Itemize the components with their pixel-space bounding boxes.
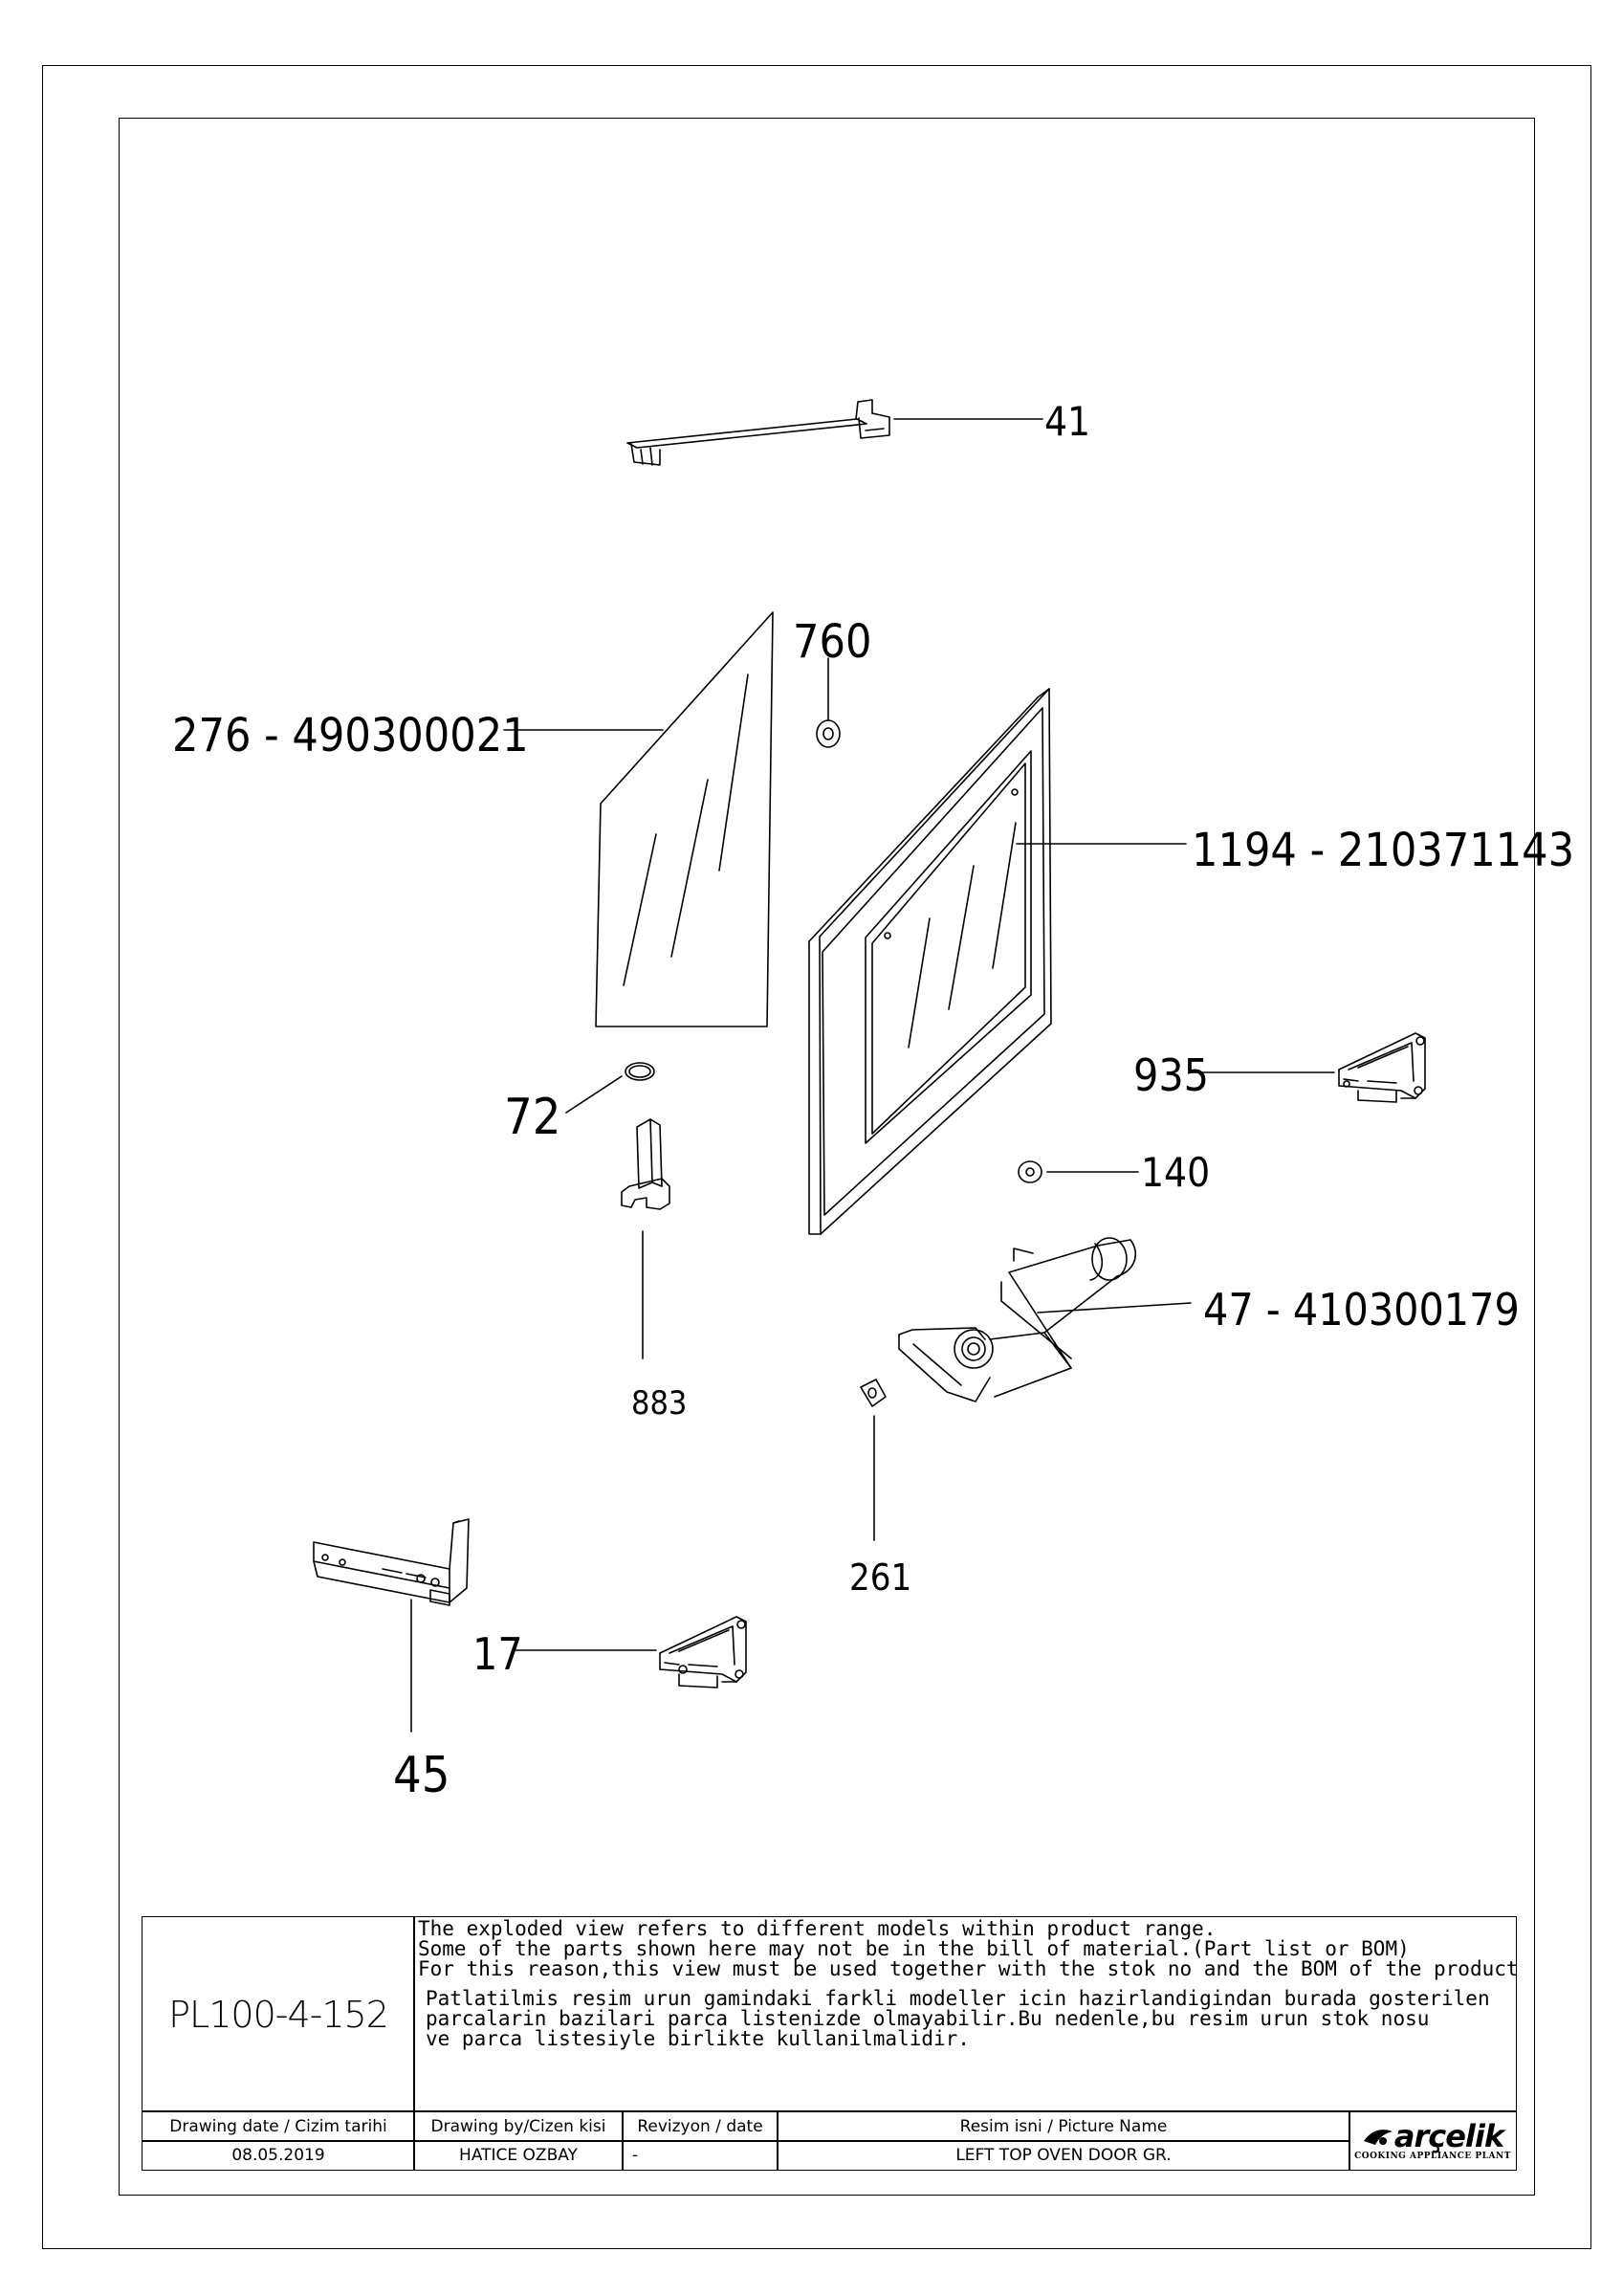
note-en-line-1: The exploded view refers to different mo…	[418, 1917, 1217, 1940]
title-block: PL100-4-152 The exploded view refers to …	[142, 1916, 1519, 2171]
callout-760: 760	[793, 615, 871, 669]
part-883-clip	[621, 1118, 670, 1359]
callout-276: 276 - 490300021	[172, 709, 529, 762]
header-drawing-by: Drawing by/Cizen kisi	[413, 2110, 624, 2142]
part-760-washer	[816, 657, 841, 748]
note-en-line-2: Some of the parts shown here may not be …	[418, 1937, 1410, 1960]
callout-17: 17	[472, 1628, 523, 1680]
callout-1194: 1194 - 210371143	[1192, 824, 1574, 877]
note-en-line-3: For this reason,this view must be used t…	[418, 1957, 1519, 1980]
part-72-seal-ring	[565, 1062, 655, 1114]
value-drawing-date: 08.05.2019	[142, 2140, 415, 2171]
callout-935: 935	[1133, 1049, 1209, 1101]
logo-wordmark: arçelik	[1393, 2117, 1504, 2154]
exploded-view-note: The exploded view refers to different mo…	[413, 1916, 1519, 2112]
value-drawing-by: HATICE OZBAY	[413, 2140, 624, 2171]
callout-41: 41	[1044, 398, 1090, 445]
part-935-hinge-bracket	[1190, 1032, 1426, 1103]
callout-45: 45	[393, 1747, 450, 1804]
part-47-handle	[898, 1237, 1192, 1402]
header-picture-name: Resim isni / Picture Name	[777, 2110, 1350, 2142]
part-261-small-bracket	[860, 1379, 887, 1541]
callout-883: 883	[631, 1384, 687, 1423]
value-picture-name: LEFT TOP OVEN DOOR GR.	[777, 2140, 1350, 2171]
value-revision: -	[622, 2140, 779, 2171]
part-140-washer	[1018, 1160, 1139, 1183]
drawing-inner-border	[119, 118, 1535, 2196]
note-tr-line-3: ve parca listesiyle birlikte kullanilmal…	[426, 2027, 970, 2050]
callout-261: 261	[849, 1556, 911, 1599]
part-41-top-rail	[626, 399, 1043, 466]
part-1194-door-frame	[808, 688, 1187, 1235]
logo-subtitle: COOKING APPLIANCE PLANT	[1354, 2151, 1511, 2161]
drawing-code: PL100-4-152	[142, 1916, 415, 2112]
note-tr-line-1: Patlatilmis resim urun gamindaki farkli …	[426, 1987, 1490, 2010]
header-revision: Revizyon / date	[622, 2110, 779, 2142]
callout-72: 72	[504, 1089, 561, 1146]
callout-140: 140	[1141, 1149, 1210, 1196]
callout-47: 47 - 410300179	[1203, 1284, 1520, 1336]
arcelik-logo: arçelik COOKING APPLIANCE PLANT	[1349, 2110, 1517, 2171]
note-tr-line-2: parcalarin bazilari parca listenizde olm…	[426, 2007, 1430, 2030]
part-276-glass-panel	[503, 611, 774, 1027]
drawing-outer-border	[42, 65, 1591, 2249]
part-45-hinge	[313, 1518, 470, 1733]
part-17-hinge-bracket	[514, 1616, 747, 1689]
header-drawing-date: Drawing date / Cizim tarihi	[142, 2110, 415, 2142]
arcelik-swoosh-icon	[1363, 2129, 1393, 2145]
